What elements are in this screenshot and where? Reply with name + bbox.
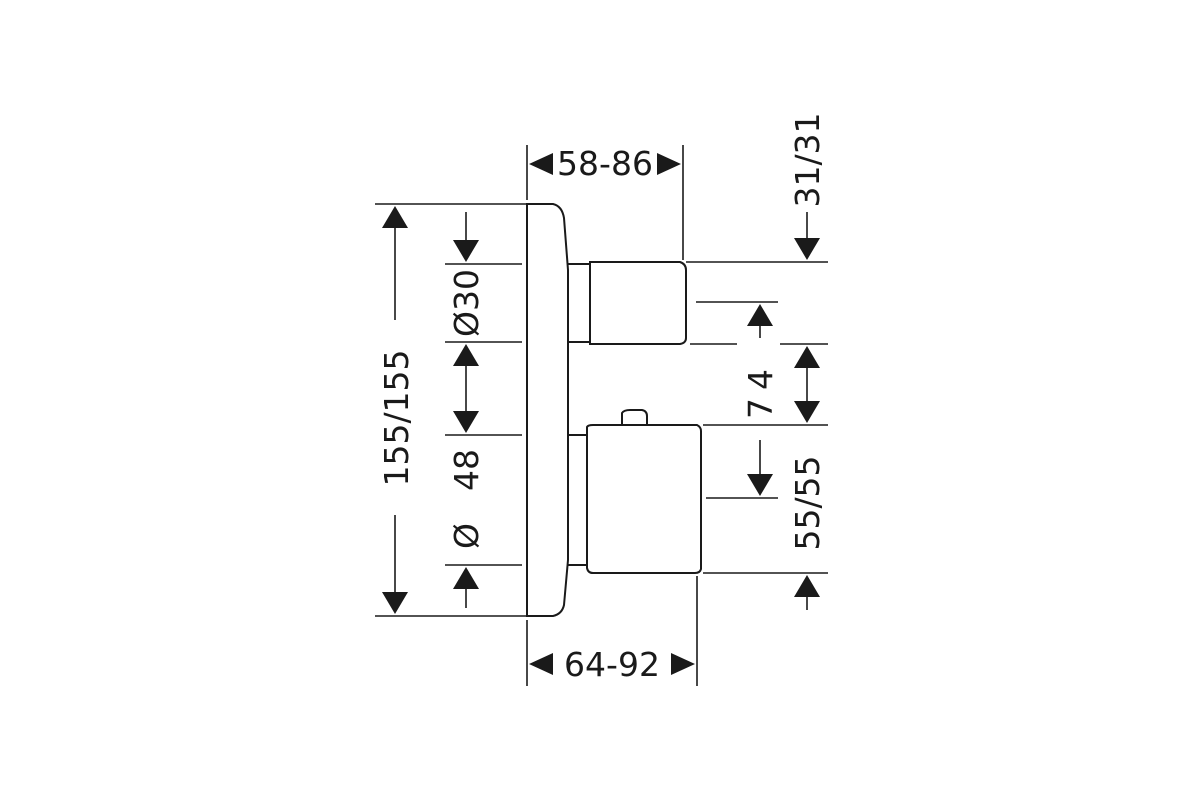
- label-total-height: 155/155: [377, 349, 416, 486]
- label-bottom-depth: 64-92: [564, 645, 660, 684]
- label-top-depth: 58-86: [557, 144, 653, 183]
- product-outline: [526, 203, 702, 617]
- label-knob-diameter: Ø30: [447, 269, 486, 337]
- label-spacing: 74: [741, 361, 780, 419]
- upper-knob: [589, 261, 687, 345]
- dimension-marks: [382, 153, 820, 675]
- extension-lines: [375, 145, 828, 686]
- stop-button: [621, 409, 648, 425]
- dimension-labels: 58-86 64-92 155/155 Ø30 48 Ø 31/31 74 55…: [377, 112, 827, 684]
- upper-knob-stem: [568, 263, 591, 343]
- label-top-offset: 31/31: [788, 112, 827, 207]
- cover-plate: [526, 203, 569, 617]
- label-body-diameter-symbol: Ø: [447, 523, 486, 549]
- lower-body: [586, 424, 702, 574]
- lower-body-stem: [568, 434, 587, 566]
- label-body-diameter-value: 48: [447, 449, 486, 491]
- label-bottom-offset: 55/55: [788, 455, 827, 550]
